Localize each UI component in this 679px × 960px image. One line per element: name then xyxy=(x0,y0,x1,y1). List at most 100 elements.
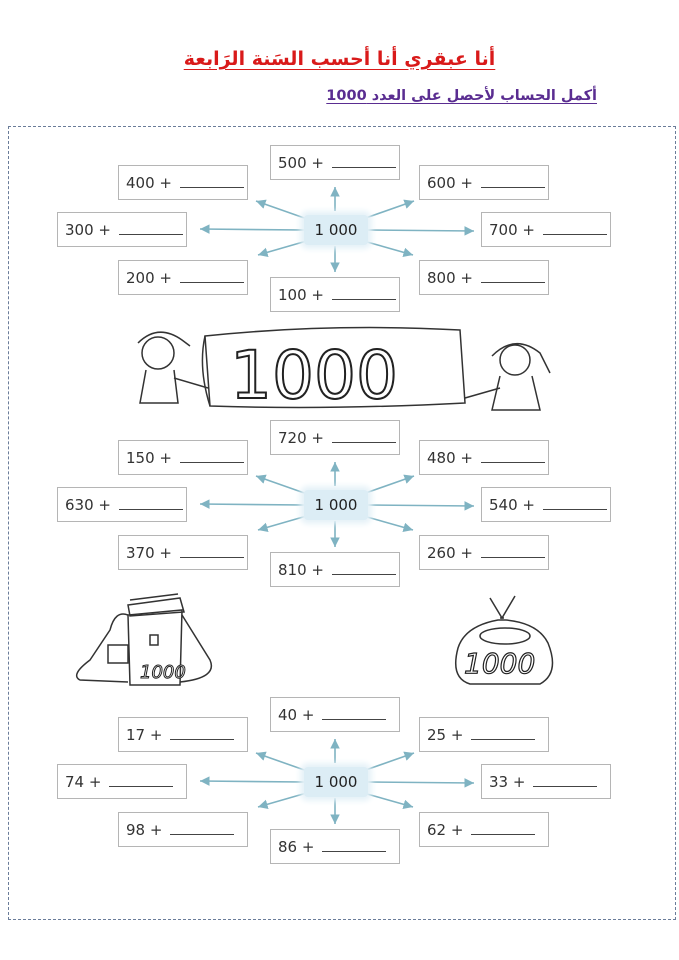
addition-box: 720 + xyxy=(270,420,400,455)
answer-blank[interactable] xyxy=(471,834,536,835)
addend: 100 + xyxy=(278,285,324,304)
answer-blank[interactable] xyxy=(170,739,235,740)
addend: 200 + xyxy=(126,268,172,287)
arrow xyxy=(199,224,305,234)
dashed-frame xyxy=(8,126,676,920)
arrow xyxy=(257,514,311,532)
addition-box: 100 + xyxy=(270,277,400,312)
answer-blank[interactable] xyxy=(471,739,536,740)
arrow xyxy=(257,239,311,257)
addition-box: 480 + xyxy=(419,440,549,475)
cluster-3: 1 000 40 + 17 + 25 + 74 + 33 + 98 + 62 + 86 + xyxy=(0,697,679,867)
addition-box: 500 + xyxy=(270,145,400,180)
title-text: أنا عبقري أنا أحسب السَنة الرَابعة xyxy=(183,48,496,70)
arrow xyxy=(367,501,475,511)
arrow xyxy=(359,791,414,810)
answer-blank[interactable] xyxy=(118,509,183,510)
addend: 810 + xyxy=(278,560,324,579)
answer-blank[interactable] xyxy=(331,299,396,300)
center-number: 1 000 xyxy=(304,490,368,520)
arrow xyxy=(199,499,305,509)
arrow xyxy=(359,474,415,496)
answer-blank[interactable] xyxy=(322,719,387,720)
addend: 540 + xyxy=(489,495,535,514)
answer-blank[interactable] xyxy=(179,462,244,463)
addition-box: 400 + xyxy=(118,165,248,200)
arrow xyxy=(359,514,414,533)
addend: 500 + xyxy=(278,153,324,172)
addition-box: 86 + xyxy=(270,829,400,864)
addend: 630 + xyxy=(65,495,111,514)
addition-box: 370 + xyxy=(118,535,248,570)
addend: 300 + xyxy=(65,220,111,239)
addition-box: 40 + xyxy=(270,697,400,732)
addend: 62 + xyxy=(427,820,464,839)
cluster-2: 1 000 720 + 150 + 480 + 630 + 540 + 370 + 260 +… xyxy=(0,420,679,590)
arrow xyxy=(367,778,475,788)
addition-box: 33 + xyxy=(481,764,611,799)
addition-box: 150 + xyxy=(118,440,248,475)
money-sack-illustration: 1000 xyxy=(455,595,554,685)
arrows xyxy=(199,739,475,824)
answer-blank[interactable] xyxy=(179,187,244,188)
addition-box: 25 + xyxy=(419,717,549,752)
addend: 700 + xyxy=(489,220,535,239)
arrow xyxy=(255,199,311,221)
answer-blank[interactable] xyxy=(109,786,174,787)
arrow xyxy=(359,751,415,773)
answer-blank[interactable] xyxy=(322,851,387,852)
addend: 33 + xyxy=(489,772,526,791)
addend: 25 + xyxy=(427,725,464,744)
arrows xyxy=(199,462,475,547)
arrow xyxy=(199,776,305,786)
arrow xyxy=(255,751,311,773)
addend: 40 + xyxy=(278,705,315,724)
answer-blank[interactable] xyxy=(480,187,545,188)
answer-blank[interactable] xyxy=(533,786,598,787)
schoolbag-illustration: 1000 xyxy=(75,593,213,686)
addend: 480 + xyxy=(427,448,473,467)
arrows xyxy=(199,187,475,272)
answer-blank[interactable] xyxy=(480,557,545,558)
addition-box: 74 + xyxy=(57,764,187,799)
center-number: 1 000 xyxy=(304,767,368,797)
answer-blank[interactable] xyxy=(179,282,244,283)
answer-blank[interactable] xyxy=(480,462,545,463)
addition-box: 200 + xyxy=(118,260,248,295)
addition-box: 62 + xyxy=(419,812,549,847)
worksheet-title: أنا عبقري أنا أحسب السَنة الرَابعة xyxy=(0,48,679,70)
answer-blank[interactable] xyxy=(331,167,396,168)
center-number: 1 000 xyxy=(304,215,368,245)
addition-box: 17 + xyxy=(118,717,248,752)
addition-box: 810 + xyxy=(270,552,400,587)
answer-blank[interactable] xyxy=(480,282,545,283)
addend: 17 + xyxy=(126,725,163,744)
addition-box: 600 + xyxy=(419,165,549,200)
answer-blank[interactable] xyxy=(118,234,183,235)
schoolbag-number: 1000 xyxy=(140,662,186,683)
answer-blank[interactable] xyxy=(542,509,607,510)
addition-box: 800 + xyxy=(419,260,549,295)
arrow xyxy=(359,239,414,258)
addend: 370 + xyxy=(126,543,172,562)
answer-blank[interactable] xyxy=(331,442,396,443)
addend: 98 + xyxy=(126,820,163,839)
addend: 74 + xyxy=(65,772,102,791)
instruction-text: أكمل الحساب لأحصل على العدد 1000 xyxy=(326,88,597,104)
answer-blank[interactable] xyxy=(331,574,396,575)
addition-box: 98 + xyxy=(118,812,248,847)
arrow xyxy=(359,199,415,221)
addend: 720 + xyxy=(278,428,324,447)
answer-blank[interactable] xyxy=(170,834,235,835)
addend: 150 + xyxy=(126,448,172,467)
addition-box: 260 + xyxy=(419,535,549,570)
addition-box: 630 + xyxy=(57,487,187,522)
banner-number: 1000 xyxy=(230,337,398,414)
cluster-1: 1 000 500 + 400 + 600 + 300 + 700 + 200 + 800 +… xyxy=(0,145,679,315)
arrow xyxy=(257,791,311,809)
answer-blank[interactable] xyxy=(179,557,244,558)
addend: 86 + xyxy=(278,837,315,856)
addend: 800 + xyxy=(427,268,473,287)
answer-blank[interactable] xyxy=(542,234,607,235)
addend: 260 + xyxy=(427,543,473,562)
